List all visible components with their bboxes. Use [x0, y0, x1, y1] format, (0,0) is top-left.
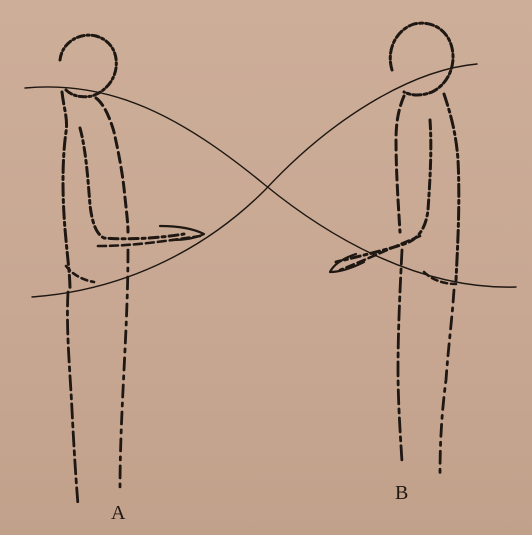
- figure-a-arm: [80, 128, 184, 239]
- figure-a-label: A: [111, 502, 125, 525]
- figure-b-back-leg: [440, 290, 454, 474]
- figure-b-forearm: [340, 236, 420, 270]
- figure-a-back-leg: [67, 292, 78, 505]
- figure-b-front-leg: [398, 250, 402, 462]
- figure-b-arm: [336, 120, 431, 262]
- figure-b: [330, 23, 459, 474]
- figure-a: [60, 35, 204, 505]
- figure-a-back: [62, 92, 70, 290]
- figure-a-front: [96, 98, 128, 232]
- figure-b-back: [444, 94, 459, 280]
- figure-b-front: [396, 96, 404, 232]
- figure-b-label: B: [395, 482, 408, 505]
- figure-a-front-leg: [120, 250, 128, 488]
- upper-left-to-lower-right-curve: [25, 87, 516, 287]
- figure-b-head: [390, 23, 453, 95]
